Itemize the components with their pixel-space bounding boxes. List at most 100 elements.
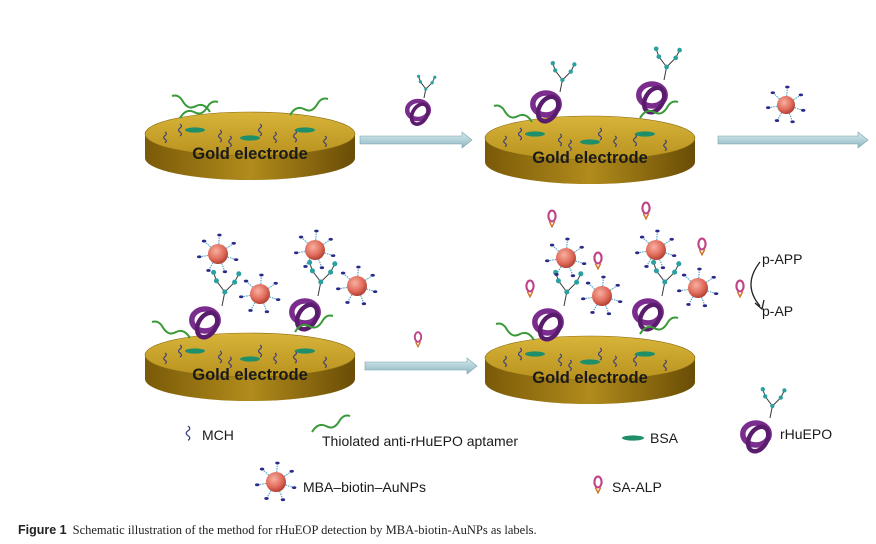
aptamer-strand xyxy=(639,100,679,119)
sa-alp-enzyme xyxy=(413,331,423,349)
mch-molecule xyxy=(557,353,563,367)
glycan-branch xyxy=(553,269,584,307)
mch-molecule xyxy=(292,350,298,364)
mch-molecule xyxy=(257,344,263,358)
legend-bsa-label: BSA xyxy=(650,430,679,446)
glycan-branch xyxy=(211,269,242,307)
bsa-protein xyxy=(635,351,655,357)
glycan-branch xyxy=(760,387,787,419)
mch-molecule xyxy=(517,127,523,141)
mba-biotin-aunp xyxy=(197,233,239,274)
legend-mch-label: MCH xyxy=(202,427,234,443)
legend-rhuepo-label: rHuEPO xyxy=(780,426,832,442)
mch-molecule xyxy=(177,344,183,358)
mch-molecule xyxy=(292,129,298,143)
mch-molecule xyxy=(273,352,277,365)
mch-molecule xyxy=(257,123,263,137)
substrate-label: p-APP xyxy=(762,251,802,267)
gold-electrode: Gold electrode xyxy=(144,111,356,180)
mch-molecule xyxy=(632,353,638,367)
mch-molecule xyxy=(177,123,183,137)
mch-molecule xyxy=(568,139,572,152)
sa-alp-enzyme xyxy=(593,475,603,495)
aptamer-strand xyxy=(179,100,219,119)
bsa-protein xyxy=(240,135,260,141)
mch-molecule xyxy=(663,139,667,152)
bsa-protein xyxy=(240,356,260,362)
mch-molecule xyxy=(613,135,617,148)
mba-biotin-aunp xyxy=(545,237,587,278)
mch-molecule xyxy=(163,352,167,365)
rhuepo-protein xyxy=(532,308,564,342)
aptamer-strand xyxy=(289,97,329,116)
mch-molecule xyxy=(217,129,223,143)
rhuepo-protein xyxy=(530,90,562,124)
process-arrow xyxy=(717,131,869,149)
rhuepo-protein xyxy=(740,420,772,454)
bsa-protein xyxy=(635,131,655,137)
sa-alp-enzyme xyxy=(547,209,557,229)
rhuepo-protein xyxy=(632,298,664,332)
mch-molecule xyxy=(163,131,167,144)
sa-alp-enzyme xyxy=(697,237,707,257)
bsa-protein xyxy=(622,435,644,441)
mch-molecule xyxy=(503,355,507,368)
sa-alp-enzyme xyxy=(525,279,535,299)
mch-molecule xyxy=(597,347,603,361)
bsa-protein xyxy=(525,351,545,357)
mch-molecule xyxy=(228,356,232,369)
mba-biotin-aunp xyxy=(255,461,297,502)
electrode-label: Gold electrode xyxy=(532,369,648,387)
legend-enzyme-label: SA-ALP xyxy=(612,479,662,495)
product-label: p-AP xyxy=(762,303,793,319)
aptamer-strand xyxy=(151,320,191,339)
reaction-arrowhead xyxy=(754,299,765,311)
bsa-protein xyxy=(580,139,600,145)
legend-aunp-label: MBA–biotin–AuNPs xyxy=(303,479,426,495)
mba-biotin-aunp xyxy=(239,273,281,314)
sa-alp-enzyme xyxy=(735,279,745,299)
bsa-protein xyxy=(295,348,315,354)
mch-molecule xyxy=(663,359,667,372)
mch-molecule xyxy=(557,133,563,147)
sa-alp-enzyme xyxy=(641,201,651,221)
legend-aptamer-label: Thiolated anti-rHuEPO aptamer xyxy=(322,433,518,449)
gold-electrode: Gold electrode xyxy=(484,115,696,184)
aptamer-strand xyxy=(639,316,679,335)
mch-molecule xyxy=(273,131,277,144)
rhuepo-protein xyxy=(404,98,432,126)
mch-molecule xyxy=(632,133,638,147)
aptamer-strand xyxy=(493,104,533,123)
mba-biotin-aunp xyxy=(581,275,623,316)
glycan-branch xyxy=(651,259,682,297)
mch-molecule xyxy=(517,347,523,361)
mba-biotin-aunp xyxy=(336,265,378,306)
mba-biotin-aunp xyxy=(677,267,719,308)
glycan-branch xyxy=(416,74,437,99)
mba-biotin-aunp xyxy=(765,85,806,124)
aptamer-strand xyxy=(171,94,211,113)
mch-molecule xyxy=(323,135,327,148)
mch-molecule xyxy=(503,135,507,148)
electrode-label: Gold electrode xyxy=(532,149,648,167)
aptamer-strand xyxy=(311,414,351,433)
gold-electrode: Gold electrode xyxy=(144,332,356,401)
reaction-curve xyxy=(750,261,761,307)
figure-caption-text: Schematic illustration of the method for… xyxy=(72,523,537,537)
sa-alp-enzyme xyxy=(593,251,603,271)
bsa-protein xyxy=(580,359,600,365)
electrode-label: Gold electrode xyxy=(192,145,308,163)
mba-biotin-aunp xyxy=(294,229,336,270)
mch-molecule xyxy=(568,359,572,372)
mch-molecule xyxy=(185,425,191,441)
aptamer-strand xyxy=(294,314,334,333)
rhuepo-protein xyxy=(189,306,221,340)
process-arrow xyxy=(364,357,478,375)
bsa-protein xyxy=(525,131,545,137)
mch-molecule xyxy=(323,356,327,369)
glycan-branch xyxy=(550,61,577,93)
electrode-label: Gold electrode xyxy=(192,366,308,384)
mch-molecule xyxy=(217,350,223,364)
